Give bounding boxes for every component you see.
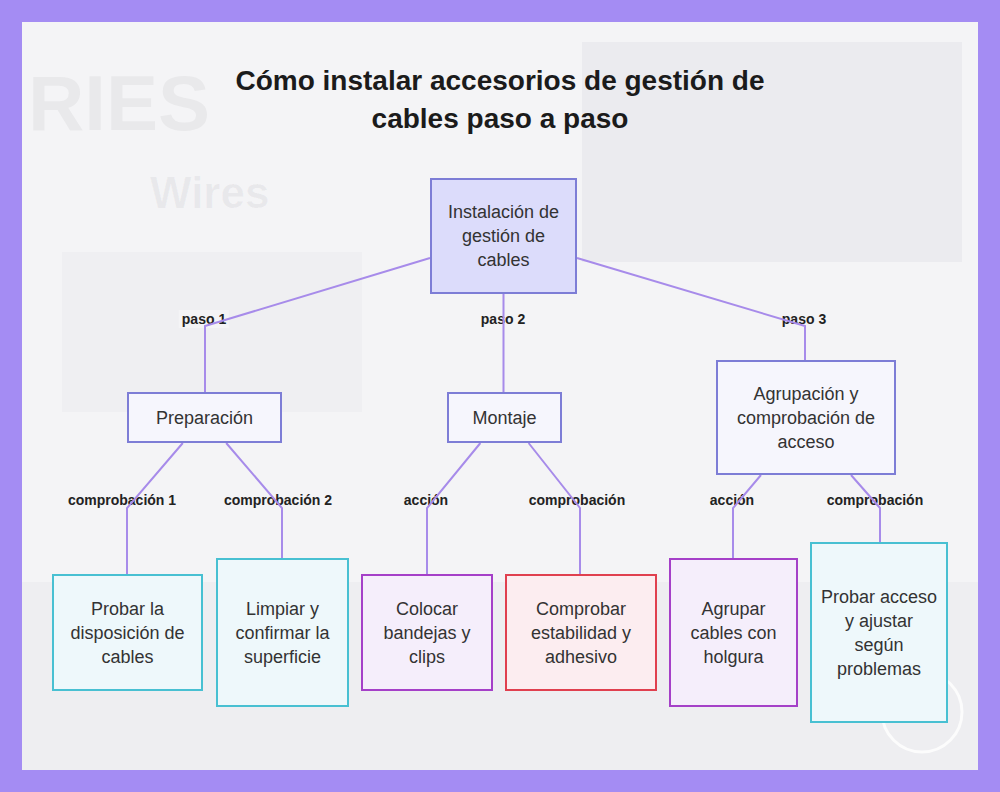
diagram-title: Cómo instalar accesorios de gestión de c… bbox=[190, 62, 810, 138]
action-box: Colocar bandejas y clips bbox=[361, 574, 493, 691]
node-text: Preparación bbox=[156, 406, 253, 430]
step-box: Montaje bbox=[447, 392, 562, 443]
edge-label: comprobación bbox=[824, 491, 926, 509]
node-text: Agrupación y comprobación de acceso bbox=[726, 382, 886, 454]
node-text: Probar acceso y ajustar según problemas bbox=[820, 585, 938, 681]
step-box: Preparación bbox=[127, 392, 282, 443]
check-box: Probar la disposición de cables bbox=[52, 574, 203, 691]
edge-label: comprobación bbox=[526, 491, 628, 509]
node-text: Montaje bbox=[472, 406, 536, 430]
connector-line bbox=[733, 475, 761, 558]
node-text: Instalación de gestión de cables bbox=[440, 200, 567, 272]
connector-line bbox=[503, 294, 505, 392]
node-text: Agrupar cables con holgura bbox=[679, 597, 788, 669]
node-text: Colocar bandejas y clips bbox=[371, 597, 483, 669]
connector-line bbox=[577, 258, 805, 360]
check-box: Comprobar estabilidad y adhesivo bbox=[505, 574, 657, 691]
edge-label: comprobación 2 bbox=[221, 491, 335, 509]
check-box: Probar acceso y ajustar según problemas bbox=[810, 542, 948, 723]
step-box: Agrupación y comprobación de acceso bbox=[716, 360, 896, 475]
faded-shape bbox=[62, 252, 362, 412]
action-box: Agrupar cables con holgura bbox=[669, 558, 798, 707]
root-box: Instalación de gestión de cables bbox=[430, 178, 577, 294]
node-text: Probar la disposición de cables bbox=[62, 597, 193, 669]
watermark-text: Wires bbox=[150, 168, 269, 218]
edge-label: acción bbox=[707, 491, 757, 509]
node-text: Limpiar y confirmar la superficie bbox=[226, 597, 339, 669]
check-box: Limpiar y confirmar la superficie bbox=[216, 558, 349, 707]
edge-label: comprobación 1 bbox=[65, 491, 179, 509]
edge-label: acción bbox=[401, 491, 451, 509]
watermark-text: RIES bbox=[28, 58, 210, 149]
connector-line bbox=[205, 258, 430, 392]
node-text: Comprobar estabilidad y adhesivo bbox=[515, 597, 647, 669]
